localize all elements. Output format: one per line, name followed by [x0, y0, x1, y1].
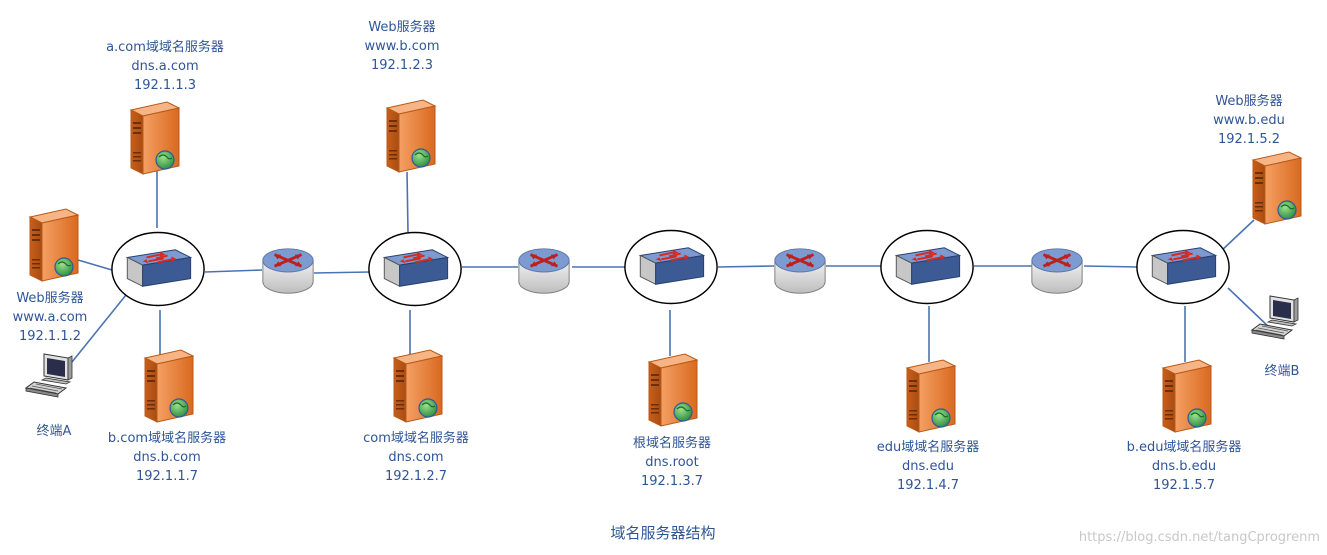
label-line: 192.1.2.7 — [384, 469, 448, 484]
label-web-a-com: Web服务器 www.a.com 192.1.1.2 — [0, 289, 140, 346]
label-edu-dns: edu域域名服务器 dns.edu 192.1.4.7 — [838, 438, 1018, 495]
label-line: Web服务器 — [1215, 94, 1283, 109]
label-line: www.b.com — [364, 39, 440, 54]
label-line: Web服务器 — [16, 291, 84, 306]
link-switch2-web-bcom — [406, 171, 409, 233]
link-router4-switch5 — [1083, 265, 1139, 268]
label-line: 192.1.5.7 — [1152, 478, 1216, 493]
router-icon — [261, 247, 315, 295]
label-line: 终端B — [1264, 364, 1300, 379]
label-b-edu-dns: b.edu域域名服务器 dns.b.edu 192.1.5.7 — [1094, 438, 1274, 495]
connection-lines — [71, 170, 1271, 363]
router-icon — [1030, 247, 1084, 295]
label-terminal-a: 终端A — [0, 422, 144, 441]
switch-icon — [623, 229, 719, 305]
diagram-caption: 域名服务器结构 — [610, 524, 716, 542]
label-line: edu域域名服务器 — [876, 440, 980, 455]
router-icon — [517, 247, 571, 295]
label-web-b-edu: Web服务器 www.b.edu 192.1.5.2 — [1159, 92, 1327, 149]
label-line: dns.b.com — [133, 450, 201, 465]
dns-server-icon — [648, 353, 698, 427]
label-line: Web服务器 — [368, 20, 436, 35]
link-switch3-router3 — [717, 265, 775, 268]
label-line: 根域名服务器 — [632, 436, 711, 451]
label-line: dns.b.edu — [1151, 459, 1217, 474]
link-switch1-router1 — [204, 269, 263, 273]
label-root-dns: 根域名服务器 dns.root 192.1.3.7 — [582, 434, 762, 491]
link-switch5-terminal-b — [1227, 287, 1271, 329]
label-line: www.b.edu — [1213, 113, 1285, 128]
web-server-icon — [29, 208, 79, 282]
link-switch1-web-a — [77, 259, 113, 271]
link-switch5-web-bedu — [1219, 219, 1255, 253]
label-line: 192.1.5.2 — [1217, 132, 1281, 147]
label-line: 192.1.1.2 — [18, 329, 82, 344]
label-web-b-com: Web服务器 www.b.com 192.1.2.3 — [312, 18, 492, 75]
dns-server-icon — [130, 101, 180, 175]
label-line: www.a.com — [12, 310, 88, 325]
link-switch1-terminal-a — [71, 289, 131, 363]
router-icon — [773, 247, 827, 295]
label-com-dns: com域域名服务器 dns.com 192.1.2.7 — [326, 429, 506, 486]
switch-icon — [367, 231, 463, 307]
label-line: 192.1.1.7 — [135, 469, 199, 484]
label-line: dns.root — [645, 455, 699, 470]
label-b-com-dns: b.com域域名服务器 dns.b.com 192.1.1.7 — [77, 429, 257, 486]
label-a-com-dns: a.com域域名服务器 dns.a.com 192.1.1.3 — [75, 38, 255, 95]
computer-icon — [25, 353, 73, 398]
switch-icon — [879, 229, 975, 305]
web-server-icon — [1252, 151, 1302, 225]
dns-server-icon — [144, 349, 194, 423]
label-line: dns.a.com — [131, 59, 199, 74]
label-line: b.com域域名服务器 — [107, 431, 227, 446]
web-server-icon — [386, 99, 436, 173]
switch-icon — [1135, 229, 1231, 305]
label-line: 192.1.3.7 — [640, 474, 704, 489]
label-line: dns.com — [388, 450, 444, 465]
label-line: 192.1.2.3 — [370, 58, 434, 73]
label-line: 192.1.1.3 — [133, 78, 197, 93]
label-line: com域域名服务器 — [363, 431, 469, 446]
watermark: https://blog.csdn.net/tangCprogrenm — [1078, 530, 1320, 545]
label-line: 192.1.4.7 — [896, 478, 960, 493]
label-line: a.com域域名服务器 — [106, 40, 224, 55]
label-line: 终端A — [36, 424, 72, 439]
label-line: b.edu域域名服务器 — [1126, 440, 1242, 455]
label-line: dns.edu — [902, 459, 954, 474]
link-router1-switch2 — [313, 271, 371, 274]
dns-server-icon — [906, 359, 956, 433]
dns-server-icon — [393, 349, 443, 423]
label-terminal-b: 终端B — [1192, 362, 1327, 381]
